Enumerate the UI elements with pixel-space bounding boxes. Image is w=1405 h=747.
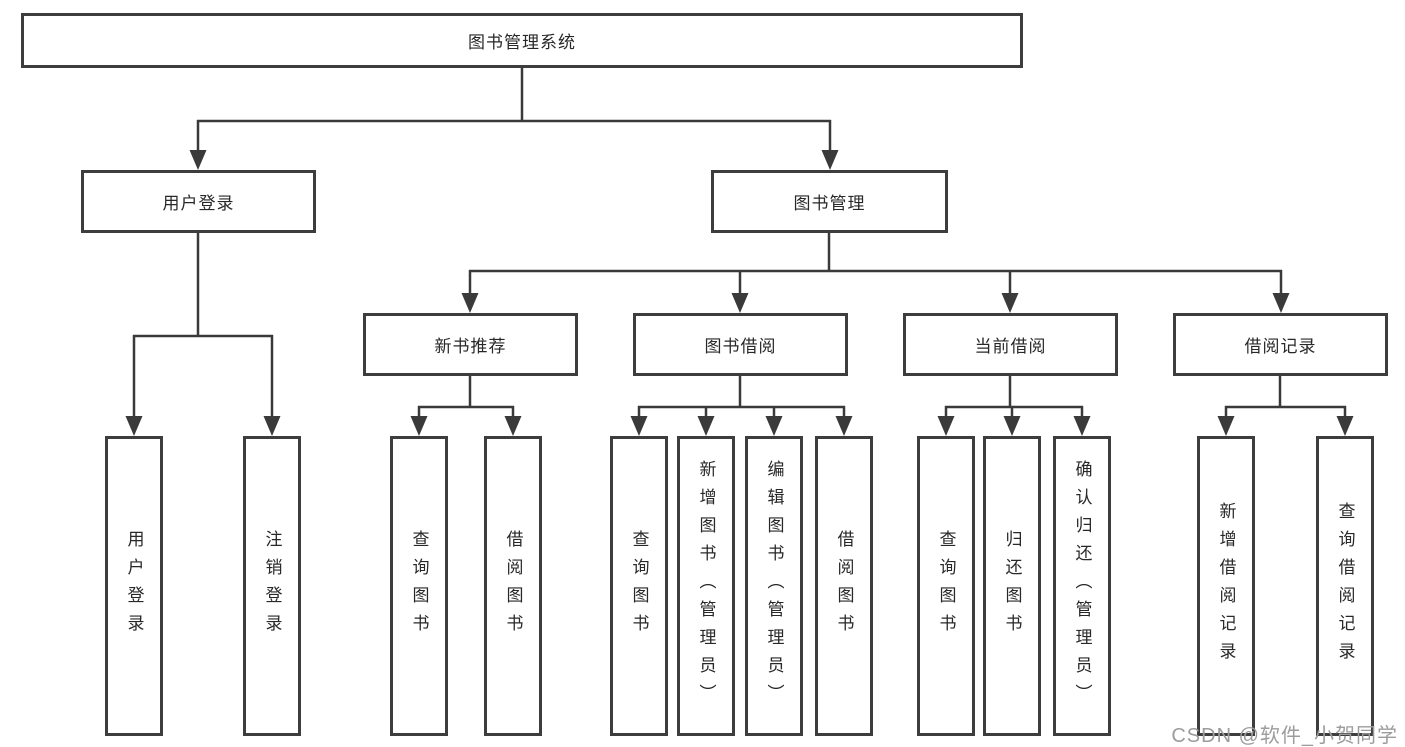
leaf-label: 查询图书 [409, 530, 429, 642]
leaf-label: 编辑图书（管理员） [764, 460, 784, 712]
node-label: 新书推荐 [434, 337, 507, 356]
leaf-label: 借阅图书 [834, 530, 854, 642]
leaf-query-books-3: 查询图书 [917, 436, 975, 736]
leaf-borrow-books: 借阅图书 [484, 436, 542, 736]
leaf-borrow-books-2: 借阅图书 [815, 436, 873, 736]
leaf-label: 查询借阅记录 [1335, 502, 1355, 670]
leaf-query-borrow-record: 查询借阅记录 [1316, 436, 1374, 736]
leaf-edit-book-admin: 编辑图书（管理员） [745, 436, 803, 736]
node-label: 借阅记录 [1244, 337, 1317, 356]
node-current-borrowing: 当前借阅 [903, 313, 1118, 376]
leaf-add-borrow-record: 新增借阅记录 [1197, 436, 1255, 736]
leaf-query-books: 查询图书 [390, 436, 448, 736]
leaf-return-book: 归还图书 [983, 436, 1041, 736]
leaf-label: 注销登录 [262, 530, 282, 642]
leaf-label: 归还图书 [1002, 530, 1022, 642]
node-label: 当前借阅 [974, 337, 1047, 356]
csdn-watermark: CSDN @软件_小贺同学 [1171, 725, 1398, 747]
node-new-book-recommendation: 新书推荐 [363, 313, 578, 376]
node-label: 图书借阅 [704, 337, 777, 356]
leaf-label: 确认归还（管理员） [1072, 460, 1092, 712]
leaf-query-books-2: 查询图书 [610, 436, 668, 736]
node-book-borrowing: 图书借阅 [633, 313, 848, 376]
leaf-label: 用户登录 [124, 530, 144, 642]
node-library-management-system: 图书管理系统 [21, 13, 1023, 68]
leaf-label: 查询图书 [936, 530, 956, 642]
leaf-label: 新增借阅记录 [1216, 502, 1236, 670]
leaf-add-book-admin: 新增图书（管理员） [677, 436, 735, 736]
leaf-label: 新增图书（管理员） [696, 460, 716, 712]
leaf-logout: 注销登录 [243, 436, 301, 736]
leaf-user-login: 用户登录 [105, 436, 163, 736]
node-label: 图书管理系统 [468, 33, 576, 52]
node-user-login: 用户登录 [81, 170, 316, 233]
node-book-management: 图书管理 [711, 170, 948, 233]
leaf-label: 查询图书 [629, 530, 649, 642]
leaf-label: 借阅图书 [503, 530, 523, 642]
node-label: 用户登录 [162, 194, 235, 213]
node-borrowing-records: 借阅记录 [1173, 313, 1388, 376]
leaf-confirm-return-admin: 确认归还（管理员） [1053, 436, 1111, 736]
node-label: 图书管理 [793, 194, 866, 213]
